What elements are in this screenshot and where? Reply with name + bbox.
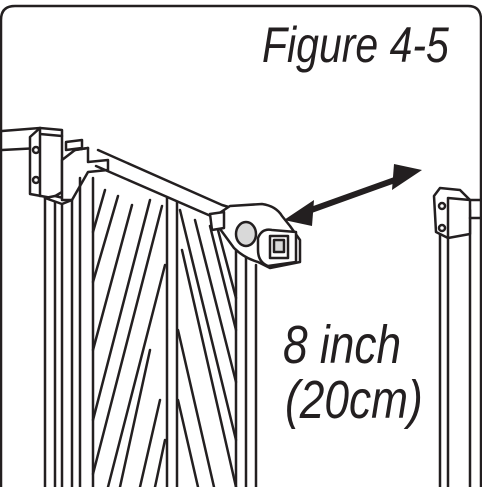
gate-top-rail (94, 148, 234, 226)
hinge-block (60, 146, 110, 202)
frame-border (0, 4, 482, 487)
figure-label: Figure 4-5 (262, 17, 449, 73)
gate-panel-left (78, 176, 95, 487)
right-wall-post (438, 208, 472, 487)
distance-label-inches: 8 inch (283, 315, 402, 375)
gate-hinge-post (43, 196, 74, 487)
double-headed-arrow-icon (284, 164, 422, 226)
left-wall-bracket (28, 126, 64, 200)
distance-label-centimeters: (20cm) (285, 370, 423, 430)
gate-panel-right (234, 223, 258, 487)
